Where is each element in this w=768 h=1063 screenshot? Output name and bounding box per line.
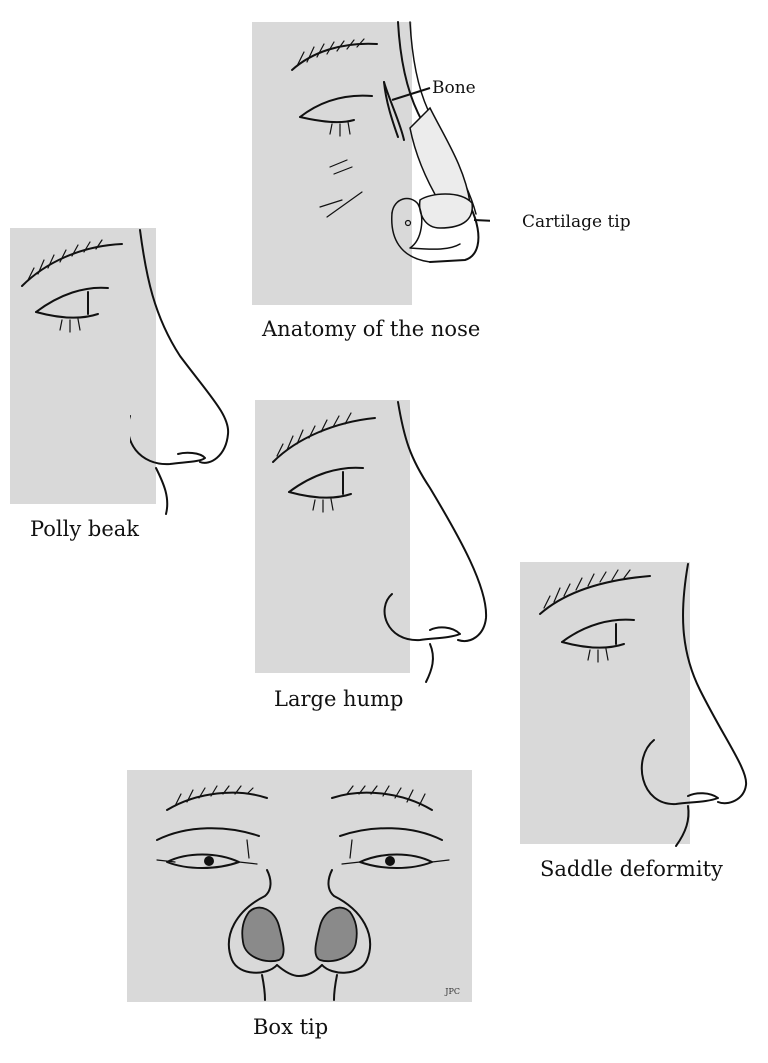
large-hump-caption: Large hump (274, 687, 404, 711)
polly-beak-nose (130, 229, 230, 515)
anatomy-illustration (291, 38, 405, 218)
box-tip-panel: JPC (127, 770, 472, 1002)
large-hump-nose (383, 401, 488, 683)
large-hump-illustration (272, 412, 376, 513)
anatomy-caption: Anatomy of the nose (262, 317, 481, 341)
large-hump-panel (255, 400, 410, 673)
cartilage-tip-label: Cartilage tip (522, 212, 631, 232)
saddle-deformity-illustration (539, 569, 651, 663)
saddle-deformity-caption: Saddle deformity (540, 857, 723, 881)
box-tip-illustration (156, 785, 450, 1001)
box-tip-caption: Box tip (253, 1015, 329, 1039)
saddle-deformity-panel (520, 562, 690, 844)
anatomy-panel (252, 22, 412, 305)
saddle-deformity-nose (640, 563, 748, 847)
bone-label: Bone (432, 78, 476, 98)
artist-initials: JPC (445, 987, 460, 996)
polly-beak-illustration (21, 239, 123, 333)
polly-beak-panel (10, 228, 156, 504)
anatomy-nose-outline (391, 21, 490, 263)
polly-beak-caption: Polly beak (30, 517, 140, 541)
